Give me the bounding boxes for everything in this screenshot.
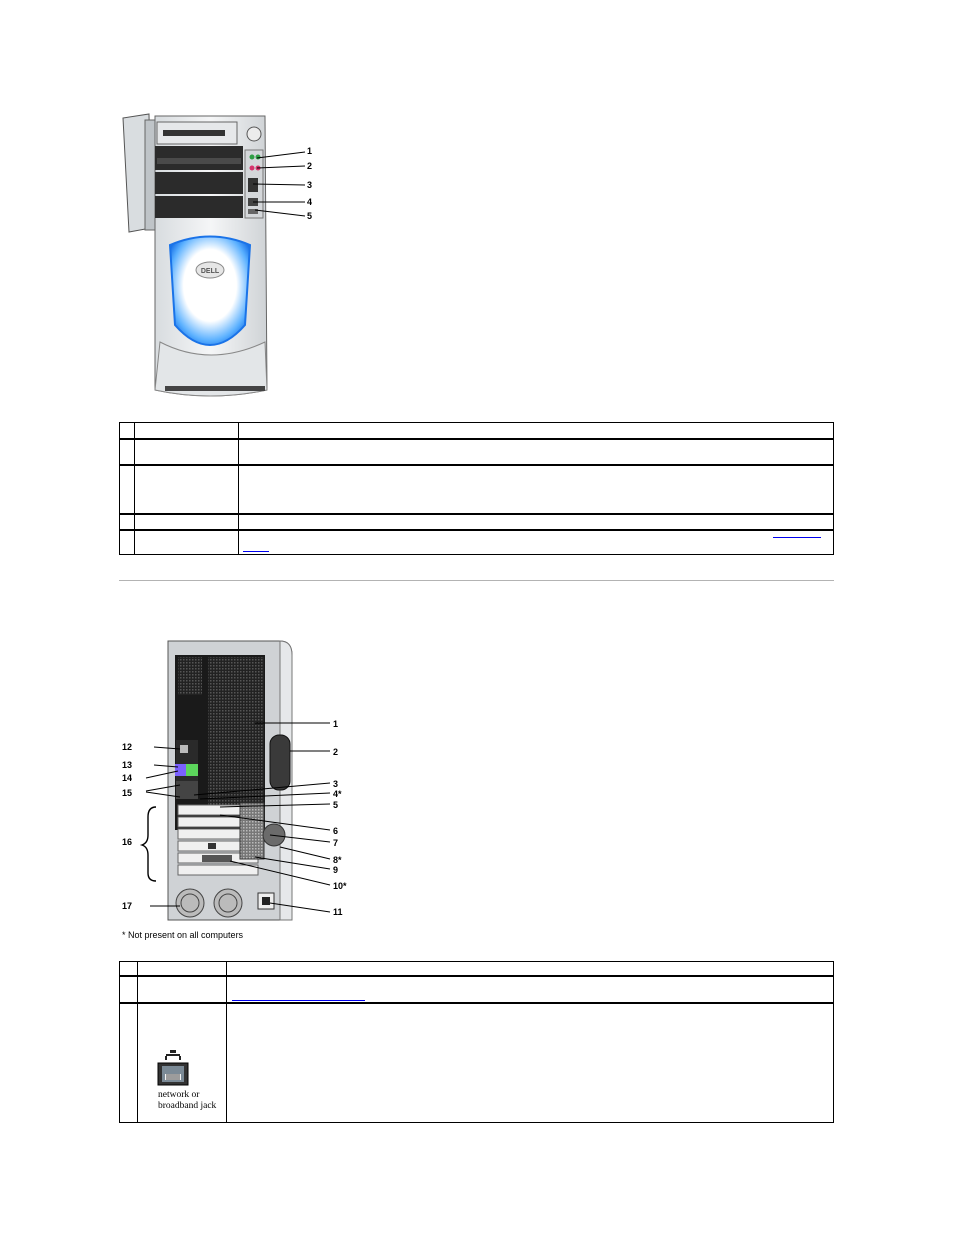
slot-brace <box>139 806 157 882</box>
front-view-figure: DELL <box>115 110 345 405</box>
back-callout-6: 6 <box>333 826 339 836</box>
table-row <box>119 528 834 555</box>
back-callout-14: 14 <box>122 773 133 783</box>
back-callout-7: 7 <box>333 838 339 848</box>
network-jack-caption-line2: broadband jack <box>158 1100 217 1111</box>
front-features-table <box>119 422 834 555</box>
computer-back-illustration <box>139 640 331 921</box>
back-callout-15: 15 <box>122 788 133 798</box>
back-callout-16: 16 <box>122 837 133 847</box>
back-callout-12: 12 <box>122 742 133 752</box>
back-table-link[interactable] <box>232 999 365 1001</box>
front-callout-3: 3 <box>307 180 313 190</box>
table-row <box>119 974 834 1003</box>
network-jack-icon <box>156 1049 190 1091</box>
back-callout-8: 8* <box>333 855 342 865</box>
dell-logo: DELL <box>201 268 220 275</box>
network-jack-caption-line1: network or <box>158 1089 200 1100</box>
callout-lines-left <box>145 746 181 907</box>
back-callout-5: 5 <box>333 800 339 810</box>
computer-front-illustration: DELL <box>122 113 306 397</box>
table-row: network or broadband jack <box>119 1001 834 1123</box>
front-callout-5: 5 <box>307 211 313 221</box>
callout-lines <box>252 151 306 217</box>
back-callout-11: 11 <box>333 907 343 917</box>
front-table-link[interactable] <box>773 536 821 538</box>
back-callout-9: 9 <box>333 865 339 875</box>
front-callout-4: 4 <box>307 197 313 207</box>
back-callout-4: 4* <box>333 789 342 799</box>
section-divider <box>119 580 834 581</box>
table-row <box>119 463 834 514</box>
front-callout-1: 1 <box>307 146 313 156</box>
callout-lines-right <box>193 722 331 913</box>
back-callout-1: 1 <box>333 719 339 729</box>
back-callout-3: 3 <box>333 779 339 789</box>
table-row <box>119 512 834 530</box>
back-callout-13: 13 <box>122 760 133 770</box>
front-callout-2: 2 <box>307 161 313 171</box>
back-callout-17: 17 <box>122 901 133 911</box>
table-row <box>119 961 834 976</box>
figure-footnote: * Not present on all computers <box>122 930 244 940</box>
table-row <box>119 437 834 465</box>
back-callout-2: 2 <box>333 747 339 757</box>
back-features-table: network or broadband jack <box>119 961 834 1123</box>
front-table-link-cont[interactable] <box>243 550 269 552</box>
table-row <box>119 422 834 439</box>
back-callout-10: 10* <box>333 881 347 891</box>
back-view-figure <box>120 635 360 925</box>
